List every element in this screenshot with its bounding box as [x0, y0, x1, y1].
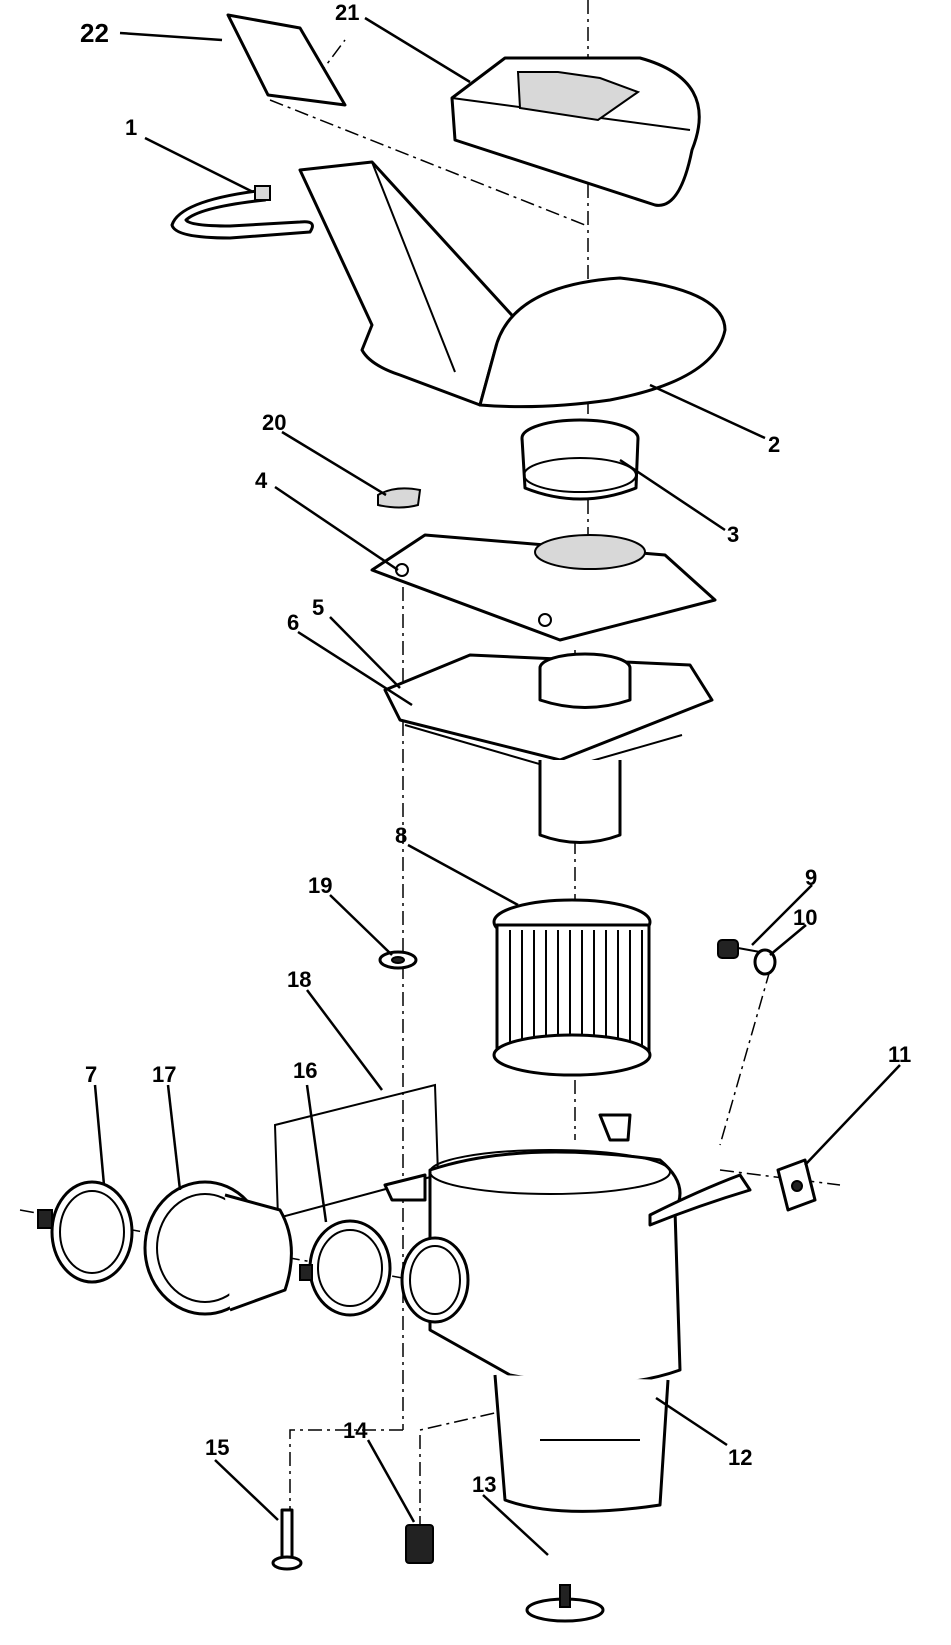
callout-9: 9 [805, 865, 817, 890]
intake-port [400, 1236, 470, 1324]
callout-21: 21 [335, 0, 359, 25]
part-3-rubber-adapter [520, 418, 640, 501]
part-9-screw [717, 939, 761, 959]
part-2-intake-duct [298, 160, 727, 409]
callout-20: 20 [262, 410, 286, 435]
part-20-clip [377, 487, 422, 509]
part-19-washer [378, 950, 418, 970]
part-12-airbox-housing [383, 1113, 752, 1513]
part-22-decal [226, 13, 347, 107]
callout-1: 1 [125, 115, 137, 140]
callout-4: 4 [255, 468, 268, 493]
callout-15: 15 [205, 1435, 229, 1460]
callout-13: 13 [472, 1472, 496, 1497]
callout-18: 18 [287, 967, 311, 992]
part-14-drain-valve [405, 1524, 434, 1564]
part-7-clamp [37, 1180, 134, 1284]
drain-axis [419, 1409, 509, 1530]
callout-10: 10 [793, 905, 817, 930]
callout-7: 7 [85, 1062, 97, 1087]
callout-11: 11 [888, 1042, 911, 1067]
part-16-clamp [299, 1219, 392, 1317]
callout-6: 6 [287, 610, 299, 635]
part-8-filter-element [492, 898, 652, 1077]
callout-17: 17 [152, 1062, 176, 1087]
part-17-intake-boot [143, 1180, 293, 1316]
part-4-cover-plate [370, 533, 717, 642]
callout-5: 5 [312, 595, 324, 620]
part-13-drain-cap [525, 1584, 605, 1623]
callout-8: 8 [395, 823, 407, 848]
screw-axis [719, 969, 771, 1146]
callout-19: 19 [308, 873, 332, 898]
callout-14: 14 [343, 1418, 368, 1443]
part-5-housing-cover [383, 652, 714, 762]
callout-3: 3 [727, 522, 739, 547]
part-15-bolt [271, 1508, 303, 1571]
callout-16: 16 [293, 1058, 317, 1083]
callout-12: 12 [728, 1445, 752, 1470]
leader-lines [93, 16, 901, 1556]
part-11-clip-nut [776, 1158, 817, 1212]
filter-pleats [509, 930, 643, 1045]
part-1-band-clamp [170, 185, 314, 240]
callout-22: 22 [80, 18, 109, 48]
callout-labels: 22 21 1 2 3 20 4 5 6 8 9 10 19 18 11 7 1… [80, 0, 911, 1497]
callout-2: 2 [768, 432, 780, 457]
part-5-outlet-tube [538, 760, 622, 844]
part-10-washer [753, 948, 777, 976]
part-21-foam-insert [450, 56, 701, 207]
